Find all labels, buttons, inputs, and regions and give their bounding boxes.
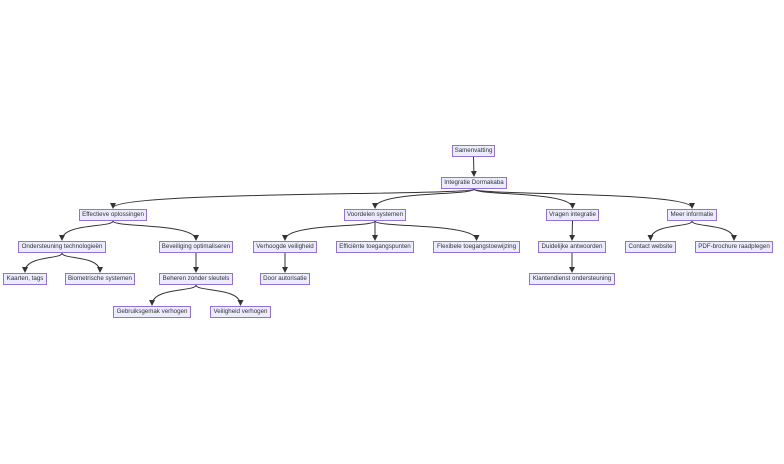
edge-samenvatting-to-integratie-dormakaba — [470, 156, 477, 177]
edge-voordelen-systemen-to-flexibele-toegangstoewijzing — [374, 220, 480, 241]
edge-meer-informatie-to-pdf-brochure — [691, 220, 737, 241]
edge-ondersteuning-technologieen-to-biometrische-systemen — [61, 252, 103, 273]
node-beheren-zonder-sleutels: Beheren zonder sleutels — [159, 273, 233, 285]
node-duidelijke-antwoorden: Duidelijke antwoorden — [538, 241, 606, 253]
node-flexibele-toegangstoewijzing: Flexibele toegangstoewijzing — [433, 241, 520, 253]
node-efficiente-toegangspunten: Efficiënte toegangspunten — [336, 241, 414, 253]
node-door-autorisatie: Door autorisatie — [260, 273, 310, 285]
node-samenvatting: Samenvatting — [452, 145, 495, 157]
edge-meer-informatie-to-contact-website — [647, 220, 693, 241]
edge-voordelen-systemen-to-verhoogde-veiligheid — [282, 220, 376, 241]
node-biometrische-systemen: Biometrische systemen — [65, 273, 135, 285]
node-integratie-dormakaba: Integratie Dormakaba — [441, 177, 507, 189]
node-gebruiksgemak-verhogen: Gebruiksgemak verhogen — [113, 306, 191, 318]
edges — [22, 156, 737, 306]
node-effectieve-oplossingen: Effectieve oplossingen — [79, 209, 147, 221]
edge-integratie-dormakaba-to-meer-informatie — [473, 188, 695, 209]
edge-beheren-zonder-sleutels-to-gebruiksgemak-verhogen — [149, 284, 197, 306]
node-klantendienst-ondersteuning: Klantendienst ondersteuning — [529, 273, 615, 285]
edge-ondersteuning-technologieen-to-kaarten-tags — [22, 252, 63, 273]
edge-integratie-dormakaba-to-effectieve-oplossingen — [110, 188, 475, 209]
edge-integratie-dormakaba-to-vragen-integratie — [473, 188, 576, 209]
edge-effectieve-oplossingen-to-ondersteuning-technologieen — [59, 220, 114, 241]
node-veiligheid-verhogen: Veiligheid verhogen — [210, 306, 271, 318]
edge-effectieve-oplossingen-to-beveiliging-optimaliseren — [112, 220, 199, 241]
node-kaarten-tags: Kaarten, tags — [3, 273, 47, 285]
node-beveiliging-optimaliseren: Beveiliging optimaliseren — [159, 241, 233, 253]
node-ondersteuning-technologieen: Ondersteuning technologieën — [18, 241, 106, 253]
edge-integratie-dormakaba-to-voordelen-systemen — [372, 188, 475, 209]
edge-beheren-zonder-sleutels-to-veiligheid-verhogen — [195, 284, 244, 306]
edge-vragen-integratie-to-duidelijke-antwoorden — [569, 220, 576, 241]
node-voordelen-systemen: Voordelen systemen — [344, 209, 406, 221]
node-meer-informatie: Meer informatie — [667, 209, 717, 221]
node-contact-website: Contact website — [625, 241, 676, 253]
node-pdf-brochure: PDF-brochure raadplegen — [695, 241, 773, 253]
node-vragen-integratie: Vragen integratie — [546, 209, 599, 221]
node-verhoogde-veiligheid: Verhoogde veiligheid — [253, 241, 317, 253]
